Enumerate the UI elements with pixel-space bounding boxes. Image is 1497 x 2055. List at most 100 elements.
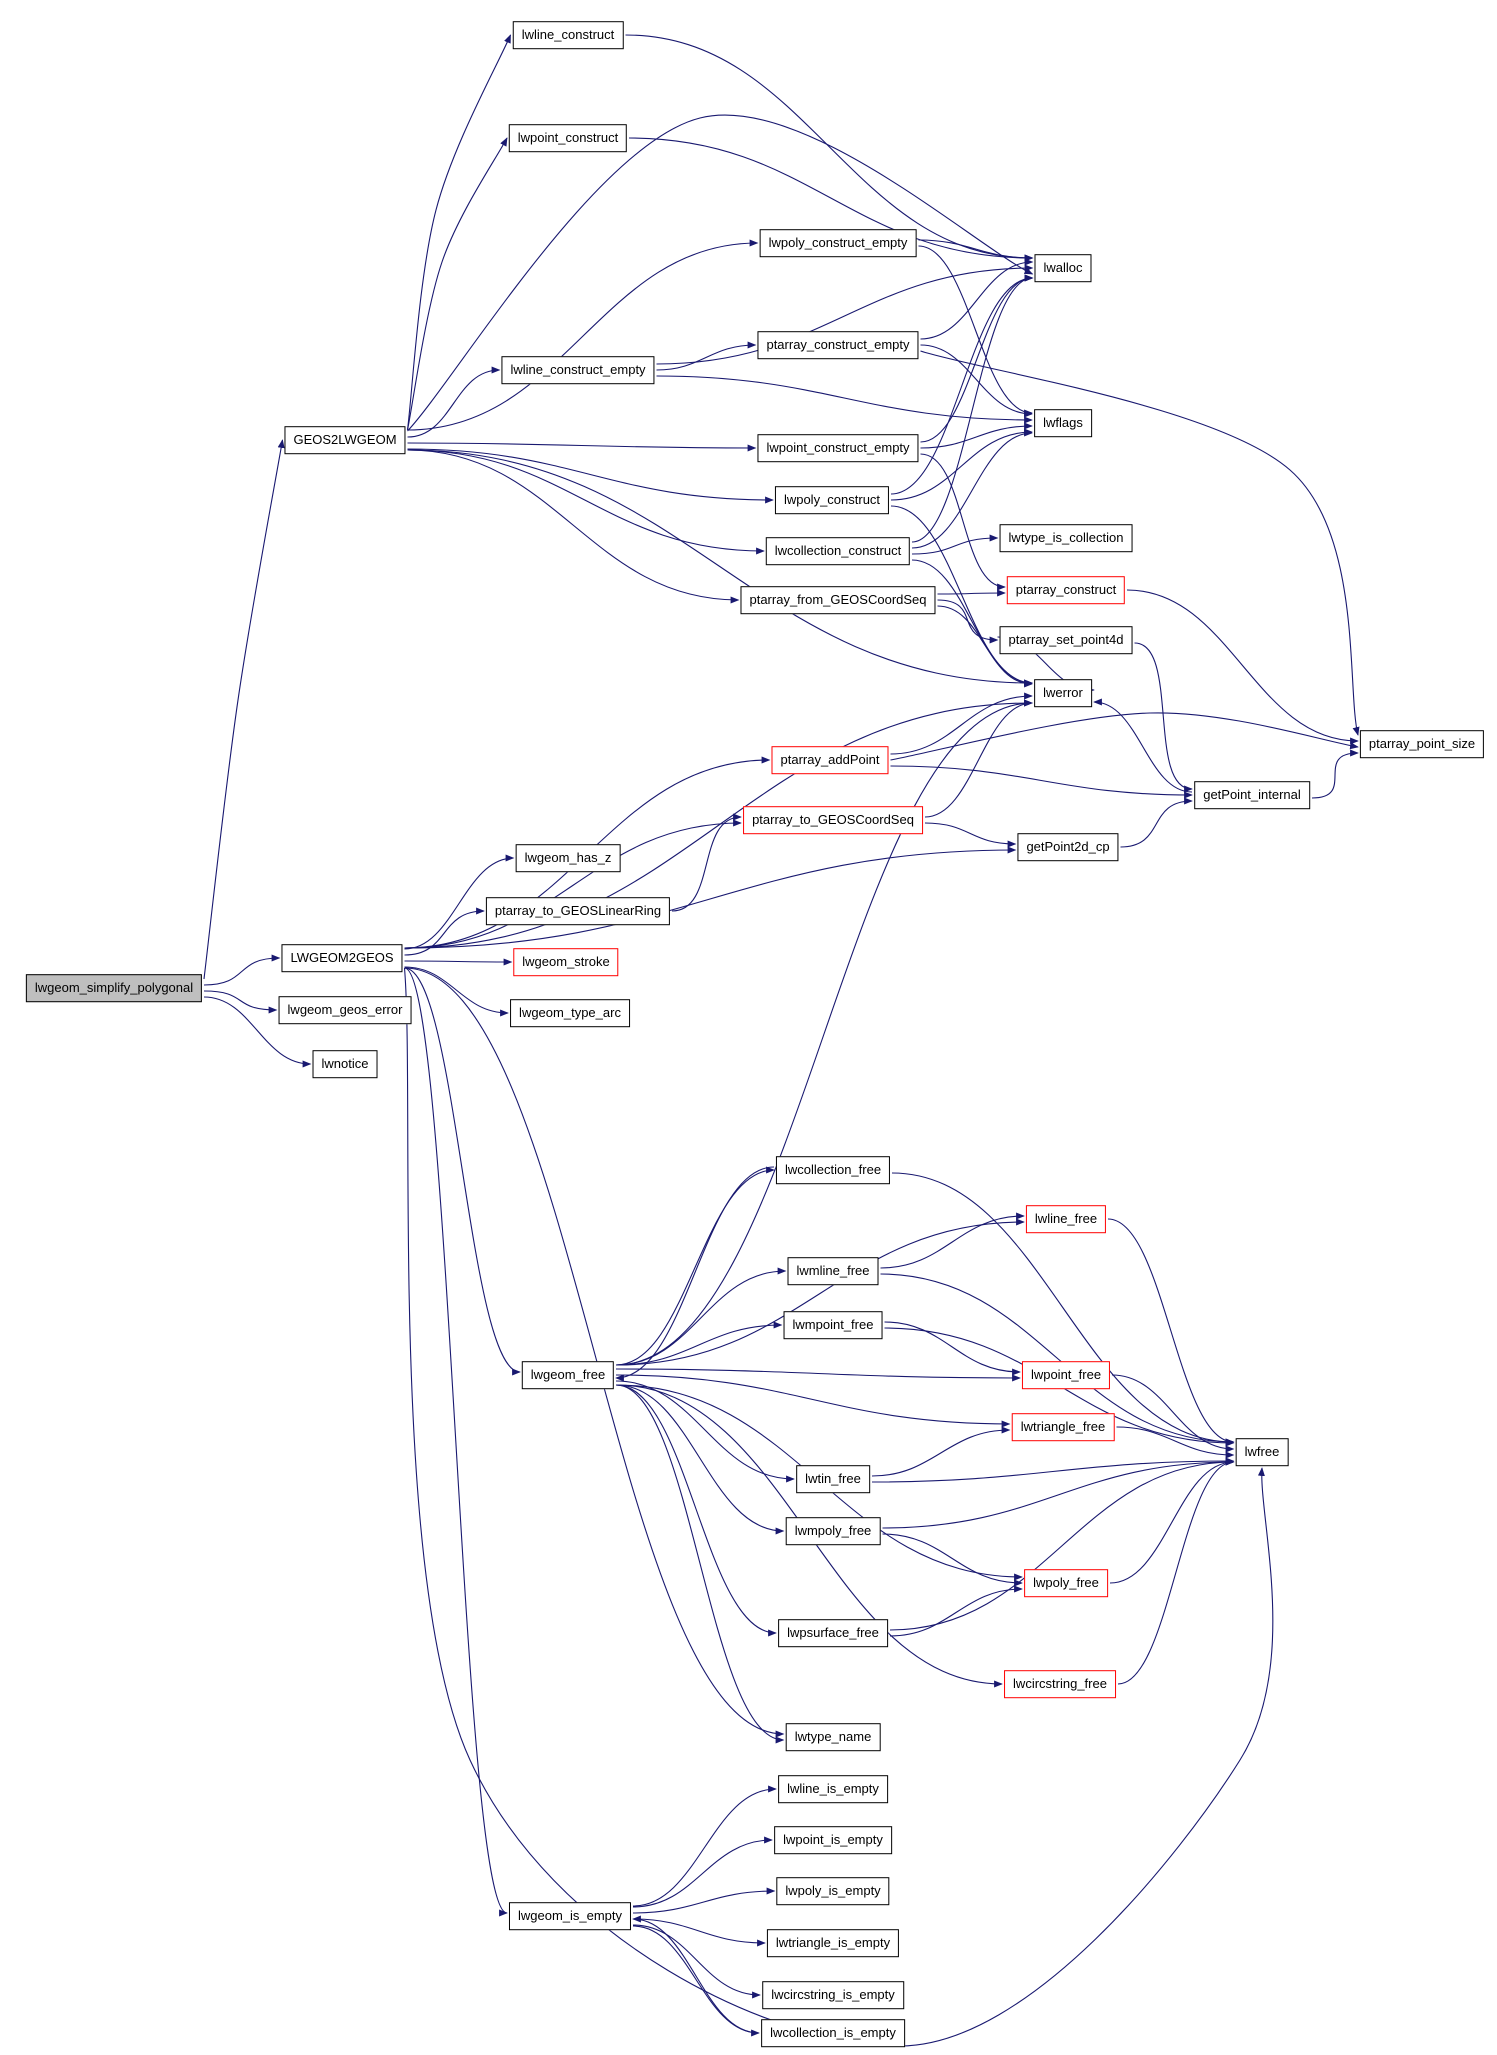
- call-edge-GEOS2LWGEOM-to-lwpoly_construct: [407, 448, 774, 504]
- graph-node-lwgeom_free[interactable]: lwgeom_free: [521, 1361, 615, 1389]
- graph-node-lwpoly_construct_empty[interactable]: lwpoly_construct_empty: [759, 229, 917, 257]
- call-edge-lwgeom_free-to-lwerror: [615, 699, 1033, 1366]
- graph-node-lwpoint_is_empty[interactable]: lwpoint_is_empty: [774, 1826, 892, 1854]
- call-edge-lwcollection_construct-to-lwflags: [911, 429, 1033, 549]
- call-edge-lwpoint_construct_empty-to-lwalloc: [920, 274, 1034, 443]
- graph-node-lwcollection_construct[interactable]: lwcollection_construct: [765, 537, 911, 565]
- graph-node-lwmpoly_free[interactable]: lwmpoly_free: [785, 1517, 881, 1545]
- call-edge-GEOS2LWGEOM-to-lwalloc: [407, 114, 1034, 432]
- graph-node-lwcircstring_free[interactable]: lwcircstring_free: [1004, 1670, 1116, 1698]
- call-edge-lwgeom_free-to-lwcollection_free: [615, 1166, 775, 1366]
- graph-node-lwalloc[interactable]: lwalloc: [1034, 254, 1092, 282]
- graph-node-lwnotice[interactable]: lwnotice: [312, 1050, 378, 1078]
- call-edge-ptarray_addPoint-to-ptarray_point_size: [890, 712, 1359, 761]
- call-edge-lwcollection_construct-to-lwtype_is_collection: [911, 534, 999, 555]
- graph-node-lwtriangle_free[interactable]: lwtriangle_free: [1011, 1413, 1115, 1441]
- graph-node-lwline_construct_empty[interactable]: lwline_construct_empty: [501, 356, 655, 384]
- graph-node-lwcollection_is_empty[interactable]: lwcollection_is_empty: [761, 2019, 905, 2047]
- graph-node-lwcircstring_is_empty[interactable]: lwcircstring_is_empty: [762, 1981, 904, 2009]
- call-edge-lwmpoly_free-to-lwpoly_free: [882, 1533, 1023, 1587]
- graph-node-lwpoly_is_empty[interactable]: lwpoly_is_empty: [776, 1877, 890, 1905]
- graph-node-lwcollection_free[interactable]: lwcollection_free: [775, 1156, 891, 1184]
- call-edge-LWGEOM2GEOS-to-lwgeom_free: [404, 967, 521, 1376]
- call-edge-GEOS2LWGEOM-to-lwpoint_construct_empty: [407, 442, 757, 452]
- call-edge-lwgeom_free-to-lwtin_free: [615, 1380, 795, 1483]
- call-edge-GEOS2LWGEOM-to-lwcollection_construct: [407, 449, 765, 555]
- call-edge-lwpoly_construct_empty-to-lwalloc: [918, 239, 1034, 262]
- graph-node-lwgeom_geos_error[interactable]: lwgeom_geos_error: [278, 996, 412, 1024]
- graph-node-lwline_free[interactable]: lwline_free: [1025, 1205, 1107, 1233]
- graph-node-ptarray_from_GEOSCoordSeq[interactable]: ptarray_from_GEOSCoordSeq: [740, 586, 936, 614]
- call-edge-lwcollection_free-to-lwgeom_free: [615, 1166, 775, 1382]
- call-edge-lwcircstring_free-to-lwfree: [1117, 1458, 1235, 1685]
- call-edge-lwgeom_is_empty-to-lwpoly_is_empty: [632, 1887, 776, 1914]
- call-edge-getPoint_internal-to-lwerror: [1093, 698, 1193, 793]
- graph-node-lwgeom_has_z[interactable]: lwgeom_has_z: [515, 844, 621, 872]
- graph-node-lwflags[interactable]: lwflags: [1034, 409, 1092, 437]
- call-edge-ptarray_to_GEOSCoordSeq-to-lwerror: [924, 699, 1033, 818]
- call-edge-lwmline_free-to-lwfree: [880, 1273, 1235, 1446]
- call-edge-lwpoint_free-to-lwfree: [1111, 1374, 1235, 1453]
- graph-node-ptarray_construct_empty[interactable]: ptarray_construct_empty: [757, 331, 919, 359]
- call-edge-ptarray_to_GEOSLinearRing-to-ptarray_to_GEOSCoordSeq: [671, 813, 742, 912]
- graph-node-lwfree[interactable]: lwfree: [1235, 1438, 1289, 1466]
- call-edge-lwgeom_is_empty-to-lwpoint_is_empty: [632, 1836, 773, 1908]
- call-edge-LWGEOM2GEOS-to-lwgeom_has_z: [404, 854, 515, 950]
- graph-node-lwline_construct[interactable]: lwline_construct: [512, 21, 624, 49]
- call-edge-lwgeom_simplify_polygonal-to-LWGEOM2GEOS: [203, 954, 281, 986]
- call-edge-LWGEOM2GEOS-to-lwgeom_stroke: [404, 958, 513, 966]
- graph-node-lwpoint_construct_empty[interactable]: lwpoint_construct_empty: [757, 434, 919, 462]
- graph-node-lwerror[interactable]: lwerror: [1034, 679, 1092, 707]
- graph-node-lwgeom_type_arc[interactable]: lwgeom_type_arc: [510, 999, 630, 1027]
- call-edge-GEOS2LWGEOM-to-lwpoint_construct: [406, 137, 508, 431]
- call-edge-ptarray_construct_empty-to-lwalloc: [920, 258, 1034, 340]
- call-edge-lwgeom_free-to-lwtriangle_free: [615, 1374, 1011, 1428]
- call-edge-lwgeom_free-to-lwmline_free: [615, 1267, 787, 1366]
- call-edge-lwgeom_simplify_polygonal-to-lwnotice: [203, 996, 312, 1068]
- graph-node-lwgeom_is_empty[interactable]: lwgeom_is_empty: [508, 1902, 632, 1930]
- call-edge-lwline_construct_empty-to-lwflags: [656, 375, 1033, 424]
- call-edge-lwcollection_construct-to-lwerror: [911, 559, 1033, 687]
- call-edge-ptarray_from_GEOSCoordSeq-to-lwerror: [937, 605, 1033, 688]
- call-edge-ptarray_construct_empty-to-lwflags: [920, 344, 1033, 418]
- graph-node-lwmline_free[interactable]: lwmline_free: [787, 1257, 879, 1285]
- call-edge-GEOS2LWGEOM-to-lwpoly_construct_empty: [407, 239, 759, 431]
- call-edge-lwgeom_free-to-lwmpoint_free: [615, 1321, 783, 1366]
- graph-node-lwpoint_free[interactable]: lwpoint_free: [1021, 1361, 1111, 1389]
- graph-node-ptarray_to_GEOSLinearRing[interactable]: ptarray_to_GEOSLinearRing: [485, 897, 671, 925]
- graph-node-ptarray_construct[interactable]: ptarray_construct: [1006, 576, 1126, 604]
- graph-node-GEOS2LWGEOM[interactable]: GEOS2LWGEOM: [284, 426, 406, 454]
- graph-node-lwtype_name[interactable]: lwtype_name: [785, 1723, 881, 1751]
- graph-node-getPoint_internal[interactable]: getPoint_internal: [1194, 781, 1310, 809]
- graph-node-lwtriangle_is_empty[interactable]: lwtriangle_is_empty: [766, 1929, 900, 1957]
- graph-node-lwpoly_free[interactable]: lwpoly_free: [1024, 1569, 1108, 1597]
- graph-node-ptarray_addPoint[interactable]: ptarray_addPoint: [771, 746, 889, 774]
- graph-node-getPoint2d_cp[interactable]: getPoint2d_cp: [1017, 833, 1119, 861]
- call-edge-lwpoint_construct_empty-to-lwflags: [920, 422, 1033, 449]
- graph-node-lwgeom_stroke[interactable]: lwgeom_stroke: [513, 948, 619, 976]
- call-edge-LWGEOM2GEOS-to-lwgeom_is_empty: [404, 967, 508, 1917]
- graph-node-lwmpoint_free[interactable]: lwmpoint_free: [783, 1311, 883, 1339]
- call-edge-lwpoly_construct-to-lwflags: [890, 428, 1033, 501]
- call-edge-LWGEOM2GEOS-to-ptarray_to_GEOSLinearRing: [404, 907, 485, 956]
- call-edge-lwgeom_free-to-lwtype_name: [615, 1384, 785, 1744]
- graph-node-lwtype_is_collection[interactable]: lwtype_is_collection: [999, 524, 1133, 552]
- graph-node-lwgeom_simplify_polygonal[interactable]: lwgeom_simplify_polygonal: [25, 974, 203, 1002]
- call-edge-lwtin_free-to-lwfree: [871, 1457, 1235, 1483]
- graph-node-ptarray_set_point4d[interactable]: ptarray_set_point4d: [999, 626, 1133, 654]
- call-edge-lwpsurface_free-to-lwfree: [889, 1458, 1235, 1631]
- call-edge-lwmline_free-to-lwline_free: [880, 1212, 1025, 1269]
- graph-node-ptarray_to_GEOSCoordSeq[interactable]: ptarray_to_GEOSCoordSeq: [743, 806, 923, 834]
- call-edge-ptarray_from_GEOSCoordSeq-to-ptarray_construct: [937, 589, 1006, 597]
- graph-node-lwpsurface_free[interactable]: lwpsurface_free: [778, 1619, 888, 1647]
- graph-node-lwline_is_empty[interactable]: lwline_is_empty: [778, 1775, 888, 1803]
- graph-node-ptarray_point_size[interactable]: ptarray_point_size: [1359, 730, 1485, 758]
- call-edge-lwpoly_construct_empty-to-lwflags: [918, 245, 1033, 417]
- graph-node-lwpoint_construct[interactable]: lwpoint_construct: [508, 124, 628, 152]
- call-edge-lwgeom_free-to-lwline_free: [615, 1218, 1025, 1366]
- call-edge-lwline_free-to-lwfree: [1107, 1218, 1235, 1446]
- graph-node-lwtin_free[interactable]: lwtin_free: [796, 1465, 870, 1493]
- graph-node-LWGEOM2GEOS[interactable]: LWGEOM2GEOS: [281, 944, 403, 972]
- graph-node-lwpoly_construct[interactable]: lwpoly_construct: [774, 486, 890, 514]
